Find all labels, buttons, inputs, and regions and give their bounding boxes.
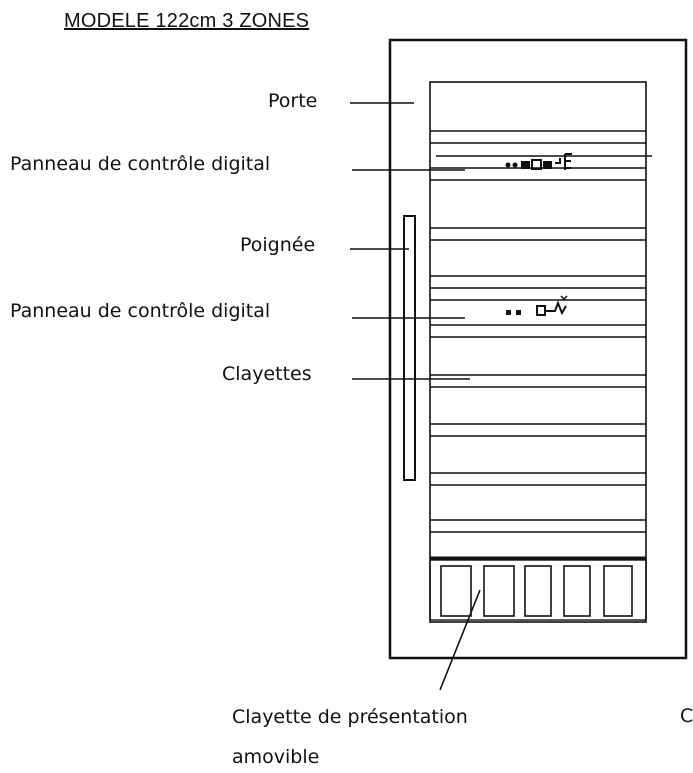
leader-clayette-presentation xyxy=(439,589,481,691)
label-panneau-controle-2: Panneau de contrôle digital xyxy=(10,300,271,322)
label-clayette-presentation-2: amovible xyxy=(232,746,320,768)
label-cut-text: C xyxy=(680,705,693,727)
bottle-slot xyxy=(483,565,515,617)
label-poignee: Poignée xyxy=(240,234,316,256)
shelf-lines xyxy=(430,130,646,533)
bottle-slot xyxy=(603,565,633,617)
display-shelf-bottles xyxy=(440,565,633,617)
control-panel-2-icons xyxy=(506,295,568,316)
bottle-slot xyxy=(563,565,591,617)
label-clayettes: Clayettes xyxy=(222,363,312,385)
leader-lines xyxy=(350,102,652,691)
bottle-slot xyxy=(524,565,552,617)
label-clayette-presentation-1: Clayette de présentation xyxy=(232,706,468,728)
label-porte: Porte xyxy=(268,90,318,112)
cabinet-outline xyxy=(388,38,688,660)
label-panneau-controle-1: Panneau de contrôle digital xyxy=(10,153,271,175)
handle xyxy=(403,215,416,481)
control-panel-1-icons xyxy=(505,153,572,170)
diagram-title: MODELE 122cm 3 ZONES xyxy=(64,10,310,32)
display-shelf xyxy=(429,559,647,621)
bottle-slot xyxy=(440,565,472,617)
door-panel xyxy=(429,81,647,623)
